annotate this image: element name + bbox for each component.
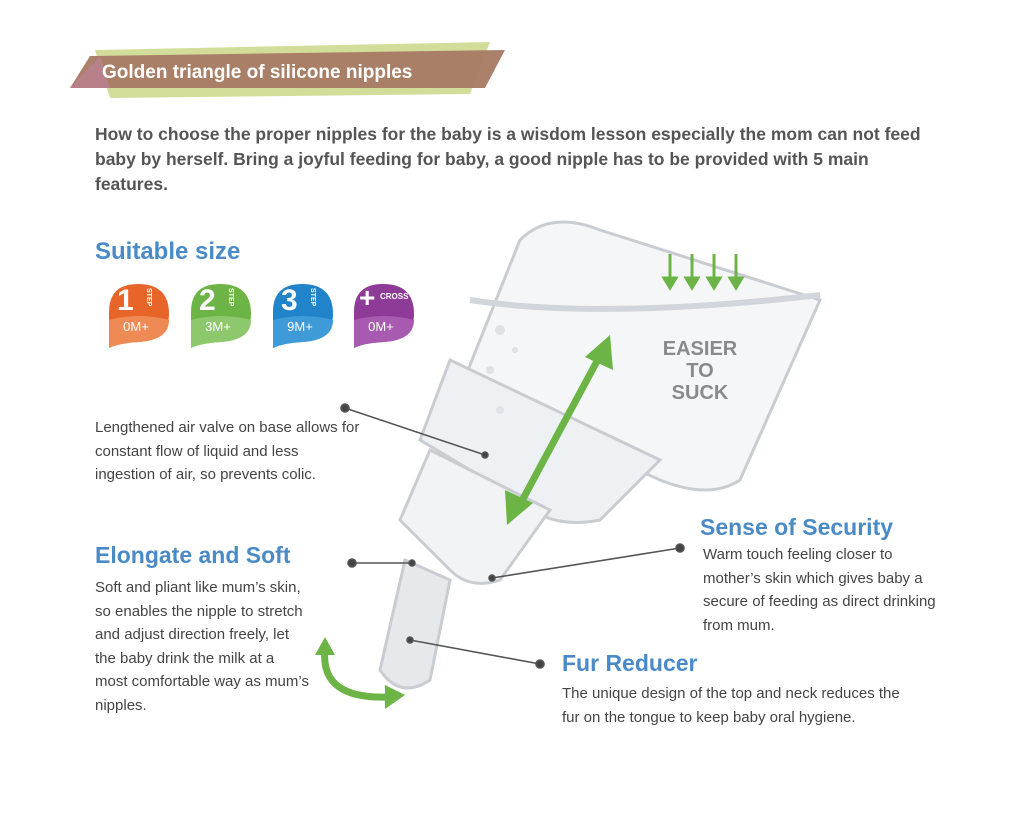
badge-step-1: 1 STEP 0M+ — [105, 282, 171, 348]
badge-age: 0M+ — [123, 319, 149, 334]
badge-tag: STEP — [227, 288, 234, 307]
badge-tag: CROSS — [380, 292, 409, 301]
elongate-heading: Elongate and Soft — [95, 542, 291, 568]
to-line: TO — [686, 360, 714, 382]
easier-line: EASIER — [662, 338, 738, 360]
badge-tag: STEP — [309, 288, 316, 307]
security-heading: Sense of Security — [700, 514, 894, 540]
badge-tag: STEP — [145, 288, 152, 307]
easier-to-suck-label: EASIER TO SUCK — [640, 338, 760, 404]
suck-line: SUCK — [671, 382, 729, 404]
badge-step-3: 3 STEP 9M+ — [269, 282, 335, 348]
badge-number: 2 — [199, 284, 216, 317]
bottle-illustration — [378, 220, 823, 690]
rotate-arrow — [315, 637, 405, 709]
badge-cross: + CROSS 0M+ — [350, 282, 416, 348]
badge-age: 9M+ — [287, 319, 313, 334]
fur-reducer-text: The unique design of the top and neck re… — [562, 685, 900, 726]
title-banner-shape — [70, 42, 505, 98]
badge-number: 1 — [117, 284, 134, 317]
fur-reducer-heading: Fur Reducer — [562, 650, 698, 676]
badge-age: 3M+ — [205, 319, 231, 334]
elongate-text: Soft and pliant like mum’s skin, so enab… — [95, 579, 309, 714]
flow-double-arrow — [505, 335, 613, 525]
badge-step-2: 2 STEP 3M+ — [187, 282, 253, 348]
banner-title: Golden triangle of silicone nipples — [102, 62, 413, 83]
downward-pressure-arrows — [661, 254, 745, 291]
badge-plus-icon: + — [359, 282, 376, 313]
air-valve-text: Lengthened air valve on base allows for … — [95, 419, 360, 483]
suitable-size-heading: Suitable size — [95, 238, 241, 265]
badge-number: 3 — [281, 284, 298, 317]
security-text: Warm touch feeling closer to mother’s sk… — [703, 546, 936, 634]
badge-age: 0M+ — [368, 319, 394, 334]
intro-paragraph: How to choose the proper nipples for the… — [95, 124, 921, 194]
